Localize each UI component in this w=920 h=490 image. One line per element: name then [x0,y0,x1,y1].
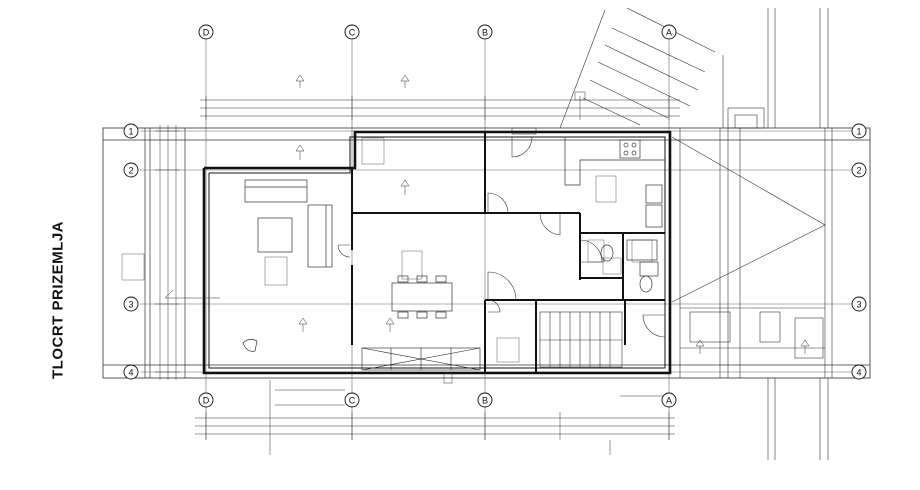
svg-text:2: 2 [856,166,861,176]
axis-bubble-d-bottom: D [198,392,214,408]
svg-text:D: D [203,28,210,38]
dining-table [391,275,453,319]
axis-bubble-2-right: 2 [851,162,867,178]
grid-bubbles-top: D C B A [198,24,677,40]
grid-bubbles-left: 1 2 3 4 [123,123,139,380]
coffee-table [257,217,293,253]
bathroom-fixtures [600,239,659,293]
bottom-dimensions [195,380,675,455]
axis-bubble-d-top: D [198,24,214,40]
svg-text:A: A [666,28,672,38]
staircase [539,311,623,368]
svg-text:4: 4 [128,368,133,378]
axis-bubble-1-left: 1 [123,123,139,139]
armchair [242,339,258,352]
axis-bubble-4-left: 4 [123,364,139,380]
terrace [671,107,833,378]
svg-text:B: B [482,28,488,38]
svg-text:C: C [349,28,356,38]
interior-walls [351,132,665,373]
left-dimensions [155,125,220,380]
axis-bubble-b-top: B [477,24,493,40]
grid-bubbles-bottom: D C B A [198,392,677,408]
svg-text:3: 3 [128,300,133,310]
svg-text:1: 1 [856,127,861,137]
sofa-right [307,204,333,268]
kitchen-counter [564,137,665,228]
svg-text:3: 3 [856,300,861,310]
axis-bubble-1-right: 1 [851,123,867,139]
top-dimensions [200,91,680,120]
grid-bubbles-right: 1 2 3 4 [851,123,867,380]
axis-bubble-c-bottom: C [344,392,360,408]
axis-bubble-c-top: C [344,24,360,40]
axis-bubble-3-right: 3 [851,296,867,312]
svg-text:2: 2 [128,166,133,176]
axis-bubble-2-left: 2 [123,162,139,178]
axis-bubble-3-left: 3 [123,296,139,312]
site-outline [102,127,871,379]
svg-text:4: 4 [856,368,861,378]
svg-text:D: D [203,396,210,406]
svg-text:A: A [666,396,672,406]
sofa-top [244,179,308,203]
axis-bubble-b-bottom: B [477,392,493,408]
level-markers [295,74,810,384]
axis-bubble-a-bottom: A [661,392,677,408]
svg-text:C: C [349,396,356,406]
room-labels [121,137,653,363]
exterior-walls [202,130,672,375]
axis-bubble-a-top: A [661,24,677,40]
svg-text:1: 1 [128,127,133,137]
svg-text:B: B [482,396,488,406]
glazed-wall [361,347,481,371]
axis-bubble-4-right: 4 [851,364,867,380]
